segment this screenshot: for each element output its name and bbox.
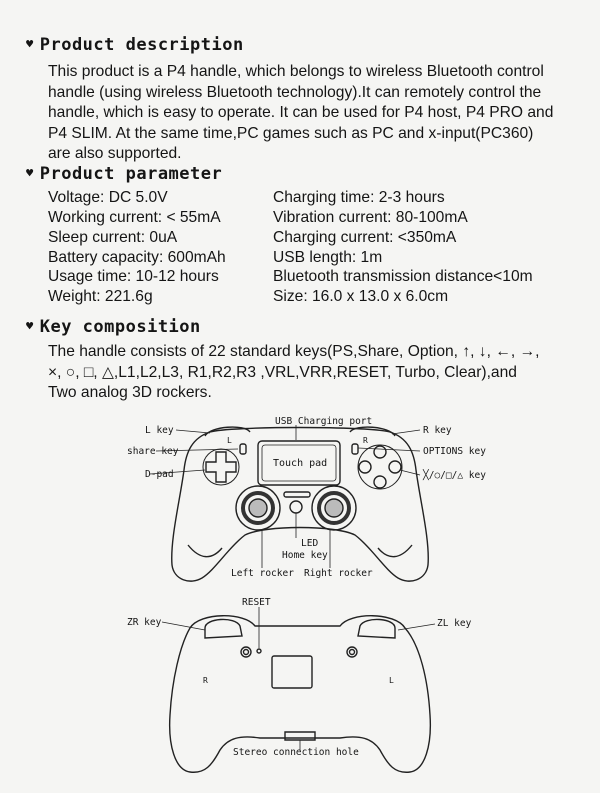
label-l-key: L key [145,425,174,436]
description-heading: ♥ Product description [26,35,244,55]
description-line: This product is a P4 handle, which belon… [48,63,544,80]
options-button-shape [351,443,359,455]
stereo-jack-shape [284,731,316,741]
param-voltage: Voltage: DC 5.0V [48,189,168,206]
label-home-key: Home key [282,550,328,561]
label-stereo-hole: Stereo connection hole [233,747,359,758]
param-charging-current: Charging current: <350mA [273,229,457,246]
label-face-keys: ╳/○/□/△ key [423,470,486,481]
param-sleep-current: Sleep current: 0uA [48,229,178,246]
cross-button-shape [373,475,387,489]
description-title: Product description [39,35,244,55]
label-left-rocker: Left rocker [231,568,294,579]
label-body-l-back: L [389,676,394,685]
param-battery: Battery capacity: 600mAh [48,249,226,266]
param-working-current: Working current: < 55mA [48,209,221,226]
zr-trigger-shape [204,618,243,639]
back-right-button-shape [346,646,358,658]
back-label-shape [271,655,313,689]
back-controller-outline [168,615,432,773]
share-button-shape [239,443,247,455]
touch-pad-shape [257,440,341,486]
circle-button-shape [388,460,402,474]
dpad-shape [202,448,240,486]
zl-trigger-shape [357,618,396,639]
led-bar-shape [283,491,311,498]
param-charging-time: Charging time: 2-3 hours [273,189,445,206]
param-vibration: Vibration current: 80-100mA [273,209,468,226]
label-zl-key: ZL key [437,618,472,629]
keys-paragraph: The handle consists of 22 standard keys(… [48,342,598,404]
label-dpad: D-pad [145,469,174,480]
left-rocker-shape [235,485,281,531]
label-reset: RESET [242,597,271,608]
heart-bullet-icon: ♥ [26,319,34,333]
label-r-key: R key [423,425,452,436]
keys-heading: ♥ Key composition [26,317,201,337]
param-size: Size: 16.0 x 13.0 x 6.0cm [273,288,449,305]
label-zr-key: ZR key [127,617,162,628]
keys-line: The handle consists of 22 standard keys(… [48,343,540,360]
description-line: handle (using wireless Bluetooth technol… [48,83,542,101]
label-right-rocker: Right rocker [304,568,373,579]
label-touch-pad: Touch pad [273,458,328,469]
label-usb-port: USB Charging port [275,416,373,427]
keys-title: Key composition [39,317,201,337]
description-line: are also supported. [48,145,182,162]
label-led: LED [301,538,319,549]
right-rocker-shape [311,485,357,531]
description-line: handle, which is easy to operate. It can… [48,104,554,121]
param-weight: Weight: 221.6g [48,288,153,305]
back-left-button-shape [240,646,252,658]
parameter-heading: ♥ Product parameter [26,164,222,184]
label-body-r-front: R [363,436,368,445]
label-options-key: OPTIONS key [423,446,486,457]
parameter-title: Product parameter [39,164,223,184]
description-paragraph: This product is a P4 handle, which belon… [48,62,588,165]
square-button-shape [358,460,372,474]
front-controller-outline [171,426,429,582]
reset-hole-shape [256,648,262,654]
triangle-button-shape [373,445,387,459]
label-share-key: share key [127,446,179,457]
heart-bullet-icon: ♥ [26,166,34,180]
heart-bullet-icon: ♥ [26,37,34,51]
keys-line: Two analog 3D rockers. [48,384,212,401]
param-usage-time: Usage time: 10-12 hours [48,268,219,285]
keys-line: ×, ○, □, △,L1,L2,L3, R1,R2,R3 ,VRL,VRR,R… [48,363,517,381]
param-usb-length: USB length: 1m [273,249,383,266]
param-bluetooth-distance: Bluetooth transmission distance<10m [273,268,533,285]
description-line: P4 SLIM. At the same time,PC games such … [48,124,534,142]
label-body-r-back: R [203,676,208,685]
home-button-shape [289,500,303,514]
label-body-l-front: L [227,436,232,445]
